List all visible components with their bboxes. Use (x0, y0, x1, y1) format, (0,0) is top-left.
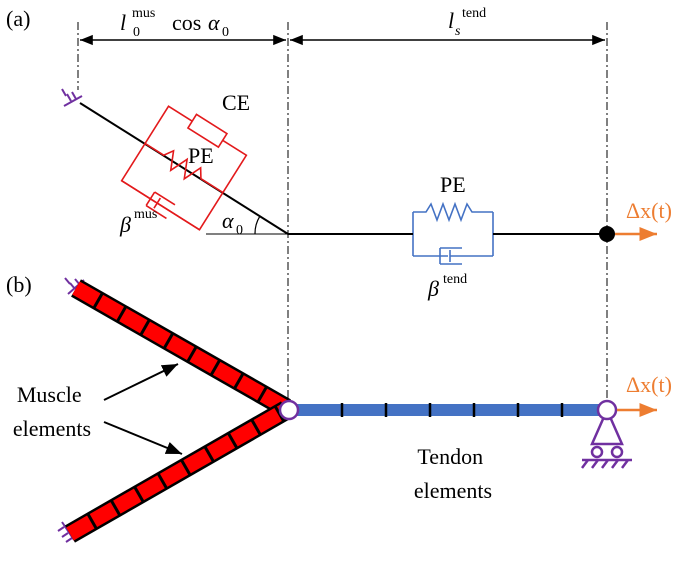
alpha0-label: α 0 (222, 208, 243, 238)
muscle-bar-upper (71, 279, 291, 417)
tendon-elements-label: Tendon elements (414, 444, 492, 503)
panel-label-b: (b) (6, 272, 32, 297)
ground-hatch-a (61, 88, 83, 107)
angle-arc (254, 215, 261, 235)
tendon-end-node (599, 226, 615, 242)
guide-lines (77, 22, 608, 408)
muscle-line (79, 102, 289, 235)
delta-x-label-a: Δx(t) (626, 198, 672, 223)
ce-label: CE (222, 90, 250, 115)
muscle-model (120, 105, 248, 231)
roller-support (581, 399, 632, 469)
dimension-label-muscle: l 0 mus cos α 0 (120, 0, 229, 41)
panel-label-a: (a) (6, 6, 30, 31)
delta-x-label-b: Δx(t) (626, 372, 672, 397)
pointer-arrow-lower (103, 421, 183, 455)
muscle-bar-lower (65, 401, 291, 543)
pe-label-muscle: PE (188, 143, 214, 168)
beta-mus-label: β mus (119, 207, 157, 237)
damper-muscle (145, 191, 176, 220)
tendon-bar (296, 403, 604, 417)
pointer-arrow-upper (103, 363, 179, 401)
muscle-elements-label: Muscle elements (13, 382, 91, 441)
damper-tendon (439, 247, 462, 265)
ce-box (186, 113, 229, 149)
tendon-model (412, 201, 494, 265)
junction-node (278, 399, 300, 421)
beta-tend-label: β tend (427, 272, 467, 301)
dimension-label-tendon: l s tend (448, 6, 486, 40)
pe-spring-tendon (413, 201, 493, 223)
pe-label-tendon: PE (440, 172, 466, 197)
pe-spring-muscle (144, 142, 224, 194)
